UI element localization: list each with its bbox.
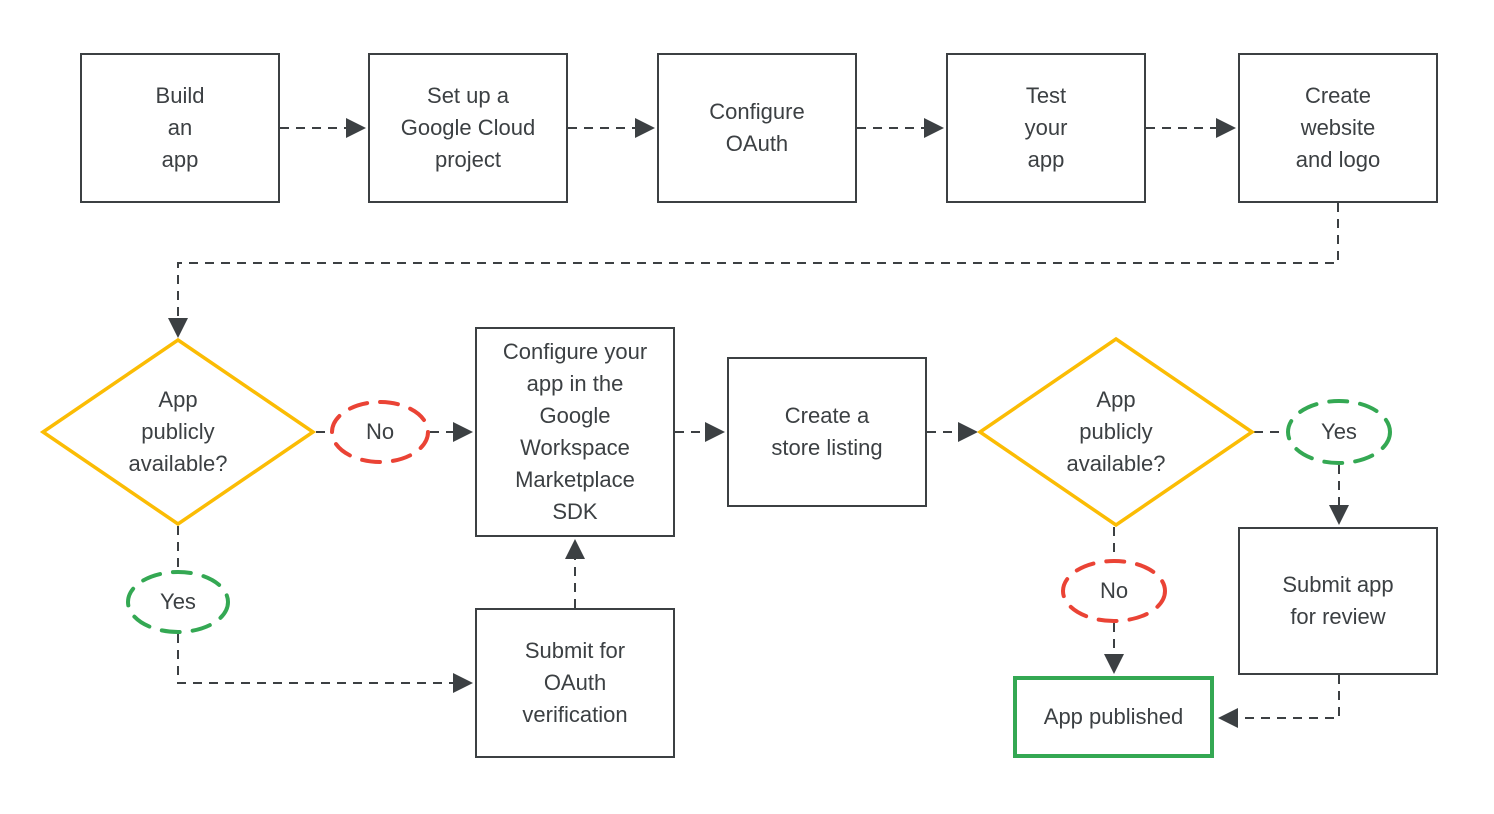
node-label: Submit app for review	[1282, 572, 1394, 629]
decision2-diamond	[976, 336, 1256, 528]
node-app-published: App published	[1013, 676, 1214, 758]
arrow-review-to-published	[1218, 675, 1340, 728]
node-label: App publicly available?	[128, 387, 228, 476]
node-create-store-listing: Create a store listing	[727, 357, 927, 507]
edge-label-text: Yes	[1321, 419, 1357, 444]
node-configure-oauth: Configure OAuth	[657, 53, 857, 203]
arrow-website-to-decision1	[168, 203, 1339, 338]
node-submit-for-oauth-verification: Submit for OAuth verification	[475, 608, 675, 758]
edge-label-yes-1: Yes	[128, 574, 228, 630]
node-decision-app-publicly-available-1: App publicly available?	[43, 340, 313, 524]
arrow-yes1-to-oauth-verification	[177, 634, 473, 693]
yes2-oval	[1286, 399, 1392, 465]
edge-label-no-1: No	[332, 404, 428, 460]
node-label: Set up a Google Cloud project	[400, 83, 536, 172]
node-submit-app-for-review: Submit app for review	[1238, 527, 1438, 675]
node-build-an-app: Build an app	[80, 53, 280, 203]
node-decision-app-publicly-available-2: App publicly available?	[980, 339, 1252, 525]
node-setup-google-cloud-project: Set up a Google Cloud project	[368, 53, 568, 203]
node-label: App publicly available?	[1066, 387, 1166, 476]
node-label: App published	[1043, 704, 1184, 729]
node-label: Configure your app in the Google Workspa…	[502, 339, 648, 524]
node-configure-app-marketplace-sdk: Configure your app in the Google Workspa…	[475, 327, 675, 537]
node-label: Test your app	[1024, 83, 1068, 172]
edge-label-text: Yes	[160, 589, 196, 614]
edge-label-text: No	[365, 419, 395, 444]
node-label: Submit for OAuth verification	[522, 638, 628, 727]
no2-oval	[1061, 559, 1167, 623]
no1-oval	[330, 400, 430, 464]
node-label: Configure OAuth	[709, 99, 805, 156]
node-label: Create a store listing	[771, 403, 883, 460]
decision1-diamond	[39, 337, 317, 527]
node-create-website-and-logo: Create website and logo	[1238, 53, 1438, 203]
yes1-oval	[126, 570, 230, 634]
node-label: Create website and logo	[1295, 83, 1381, 172]
edge-label-text: No	[1099, 578, 1129, 603]
node-label: Build an app	[155, 83, 205, 172]
edge-label-no-2: No	[1063, 563, 1165, 619]
edge-label-yes-2: Yes	[1288, 403, 1390, 461]
node-test-your-app: Test your app	[946, 53, 1146, 203]
